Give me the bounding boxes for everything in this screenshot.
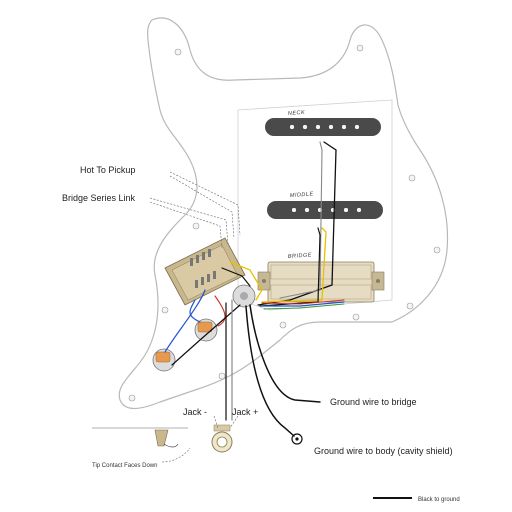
bridge-pickup (257, 261, 385, 303)
bridge-series-link-label: Bridge Series Link (62, 193, 136, 203)
leader-lines (149, 171, 241, 463)
jack-side-view (92, 427, 188, 448)
screw-holes (128, 44, 441, 402)
ground-body-label: Ground wire to body (cavity shield) (314, 446, 453, 456)
bridge-pickup-label: BRIDGE (288, 252, 312, 260)
hot-to-pickup-label: Hot To Pickup (80, 165, 135, 175)
tip-contact-label: Tip Contact Faces Down (92, 463, 157, 469)
ground-lug (291, 433, 303, 445)
tone-pot-1 (194, 318, 218, 342)
ground-bridge-label: Ground wire to bridge (330, 397, 417, 407)
tone-pot-2 (152, 348, 176, 372)
middle-pickup (267, 201, 383, 219)
legend-black-label: Black to ground (418, 497, 460, 503)
jack-plus-label: Jack + (232, 407, 258, 417)
middle-pickup-label: MIDDLE (290, 191, 314, 199)
five-way-switch (164, 237, 246, 306)
output-jack (211, 424, 233, 453)
neck-pickup-label: NECK (288, 110, 306, 117)
volume-pot (232, 284, 256, 308)
neck-pickup (265, 118, 381, 136)
jack-minus-label: Jack - (183, 407, 207, 417)
wires (164, 141, 345, 437)
legend: Black to ground (373, 497, 460, 503)
